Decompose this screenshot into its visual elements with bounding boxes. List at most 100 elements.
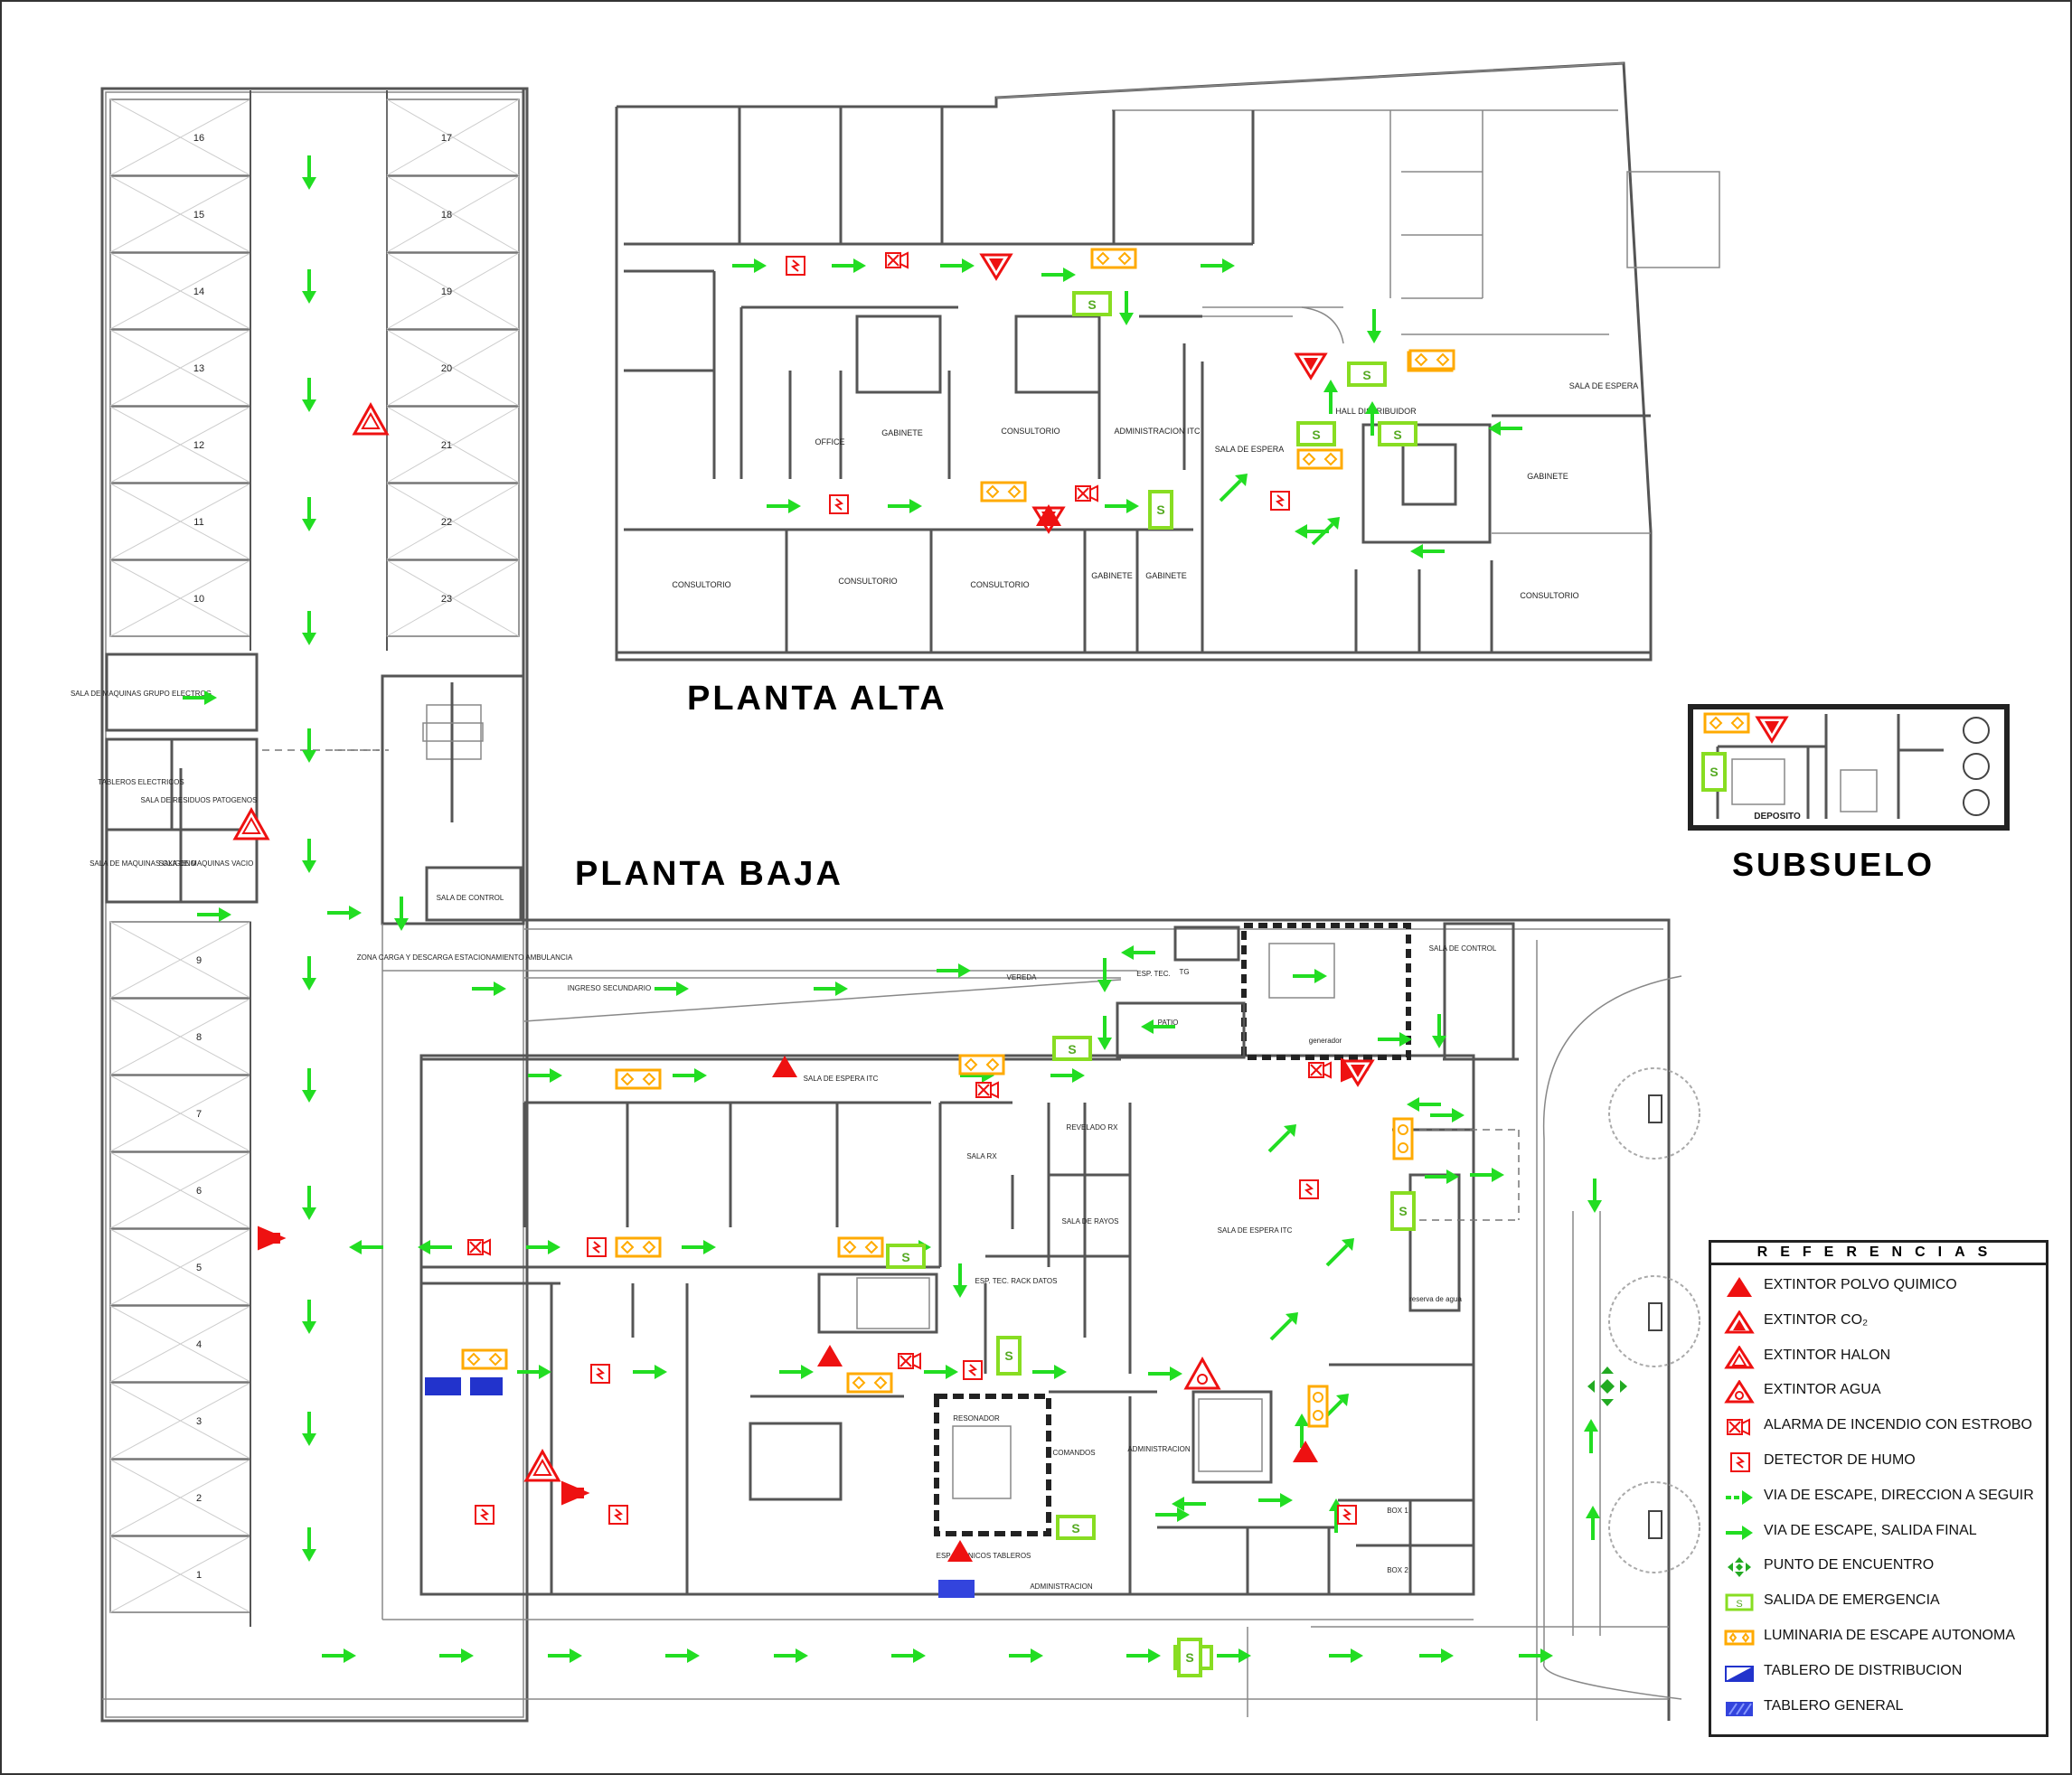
room-label: SALA DE ESPERA xyxy=(1215,445,1285,454)
parking-stall-number: 6 xyxy=(196,1186,202,1197)
escape-route-arrow-icon xyxy=(1049,1066,1087,1085)
distribution-board-icon xyxy=(470,1377,503,1395)
legend-item: TABLERO GENERAL xyxy=(1711,1691,2046,1723)
parking-stall: 18 xyxy=(386,175,520,253)
parking-stall: 5 xyxy=(109,1228,251,1306)
parking-stall: 12 xyxy=(109,406,251,484)
room-label: SALA DE RESIDUOS PATOGENOS xyxy=(141,796,258,804)
emergency-light-icon xyxy=(846,1372,893,1394)
escape-route-arrow-icon xyxy=(300,268,318,305)
smoke-detector-icon xyxy=(829,494,849,514)
legend-label: EXTINTOR HALON xyxy=(1764,1347,1891,1363)
emergency-exit-sign-icon xyxy=(1390,1191,1416,1231)
fire-extinguisher-halon-icon xyxy=(524,1450,560,1482)
legend-label: PUNTO DE ENCUENTRO xyxy=(1764,1557,1935,1573)
fire-extinguisher-powder-icon xyxy=(947,1540,973,1562)
fire-alarm-strobe-icon xyxy=(467,1239,491,1255)
room-label: ESP. TEC. RACK DATOS xyxy=(975,1277,1058,1285)
escape-route-arrow-icon xyxy=(777,1363,815,1381)
escape-route-arrow-icon xyxy=(300,1066,318,1104)
fire-extinguisher-co2-icon xyxy=(1756,716,1788,743)
fire-alarm-strobe-icon xyxy=(1727,1418,1750,1436)
escape-route-arrow-icon xyxy=(470,980,508,998)
escape-route-arrow-icon xyxy=(1031,1363,1069,1381)
parking-stall-number: 3 xyxy=(196,1416,202,1427)
escape-route-arrow-icon xyxy=(416,1238,454,1256)
emergency-light-icon xyxy=(837,1236,884,1258)
parking-stall: 16 xyxy=(109,99,251,176)
escape-route-arrow-icon xyxy=(1584,1504,1602,1542)
escape-route-arrow-icon xyxy=(1146,1365,1184,1383)
parking-stall: 15 xyxy=(109,175,251,253)
room-label: OFFICE xyxy=(815,437,845,446)
escape-route-arrow-icon xyxy=(524,1238,562,1256)
parking-stall: 4 xyxy=(109,1305,251,1383)
smoke-detector-icon xyxy=(963,1360,983,1380)
escape-route-arrow-icon xyxy=(1257,1491,1295,1509)
escape-route-arrow-icon xyxy=(680,1238,718,1256)
room-label: RESONADOR xyxy=(953,1414,1000,1423)
room-label: ZONA CARGA Y DESCARGA ESTACIONAMIENTO AM… xyxy=(357,953,573,962)
legend-item: VIA DE ESCAPE, SALIDA FINAL xyxy=(1711,1516,2046,1548)
escape-route-arrow-icon xyxy=(1117,289,1135,327)
escape-route-arrow-icon xyxy=(300,609,318,647)
parking-stall: 20 xyxy=(386,329,520,407)
emergency-light-icon xyxy=(615,1068,662,1090)
distribution-board-icon xyxy=(425,1377,461,1395)
room-label: ADMINISTRACION xyxy=(1030,1582,1093,1591)
escape-route-arrow-icon xyxy=(300,954,318,992)
room-label: ADMINISTRACION xyxy=(1127,1445,1191,1453)
room-label: DEPOSITO xyxy=(1754,812,1801,822)
escape-route-arrow-icon xyxy=(730,257,768,275)
smoke-detector-icon xyxy=(786,256,805,276)
escape-route-arrow-icon xyxy=(653,980,691,998)
parking-stall: 3 xyxy=(109,1382,251,1460)
legend-label: EXTINTOR AGUA xyxy=(1764,1382,1881,1398)
meeting-point-icon xyxy=(1728,1557,1751,1578)
legend-item: LUMINARIA DE ESCAPE AUTONOMA xyxy=(1711,1620,2046,1653)
escape-route-arrow-icon xyxy=(1154,1506,1191,1524)
room-label: generador xyxy=(1309,1037,1342,1045)
room-label: SALA DE MAQUINAS GRUPO ELECTROG xyxy=(71,690,212,698)
parking-stall-number: 22 xyxy=(441,517,452,528)
parking-stall-number: 11 xyxy=(193,517,203,528)
emergency-exit-sign-icon xyxy=(1378,421,1417,446)
escape-route-arrow-icon xyxy=(300,1526,318,1564)
escape-route-arrow-icon xyxy=(300,837,318,875)
smoke-detector-icon xyxy=(475,1505,494,1525)
escape-route-arrow-icon xyxy=(1517,1647,1555,1665)
escape-route-arrow-icon xyxy=(886,497,924,515)
main-board-icon xyxy=(1726,1701,1753,1716)
legend-item: VIA DE ESCAPE, DIRECCION A SEGUIR xyxy=(1711,1480,2046,1513)
escape-route-arrow-icon xyxy=(1582,1417,1600,1455)
legend-label: EXTINTOR POLVO QUIMICO xyxy=(1764,1277,1957,1292)
legend-label: TABLERO DE DISTRIBUCION xyxy=(1764,1662,1963,1678)
escape-route-arrow-icon xyxy=(1327,1647,1365,1665)
emergency-light-icon xyxy=(1392,1117,1414,1160)
escape-route-arrow-icon xyxy=(300,1410,318,1448)
escape-route-arrow-icon xyxy=(1468,1166,1506,1184)
parking-stall-number: 23 xyxy=(441,594,452,605)
fire-alarm-strobe-icon xyxy=(1075,485,1098,502)
escape-route-arrow-icon xyxy=(300,727,318,765)
parking-stall: 13 xyxy=(109,329,251,407)
emergency-exit-sign-icon xyxy=(1701,752,1727,792)
parking-stall-number: 2 xyxy=(196,1493,202,1504)
room-label: GABINETE xyxy=(881,428,923,437)
parking-stall: 22 xyxy=(386,483,520,560)
escape-route-arrow-icon xyxy=(1215,1647,1253,1665)
escape-route-arrow-icon xyxy=(812,980,850,998)
escape-route-arrow-icon xyxy=(935,962,973,980)
parking-stall: 8 xyxy=(109,998,251,1075)
fire-alarm-strobe-icon xyxy=(898,1353,921,1369)
parking-stall: 9 xyxy=(109,921,251,999)
room-label: ADMINISTRACION ITC xyxy=(1114,427,1201,436)
legend-item: EXTINTOR AGUA xyxy=(1711,1375,2046,1407)
escape-route-arrow-icon xyxy=(1007,1647,1045,1665)
fire-extinguisher-halon-icon xyxy=(353,403,389,436)
room-label: SALA DE CONTROL xyxy=(437,894,504,902)
emergency-light-icon xyxy=(461,1348,508,1370)
fire-extinguisher-water-icon xyxy=(1724,1380,1755,1404)
